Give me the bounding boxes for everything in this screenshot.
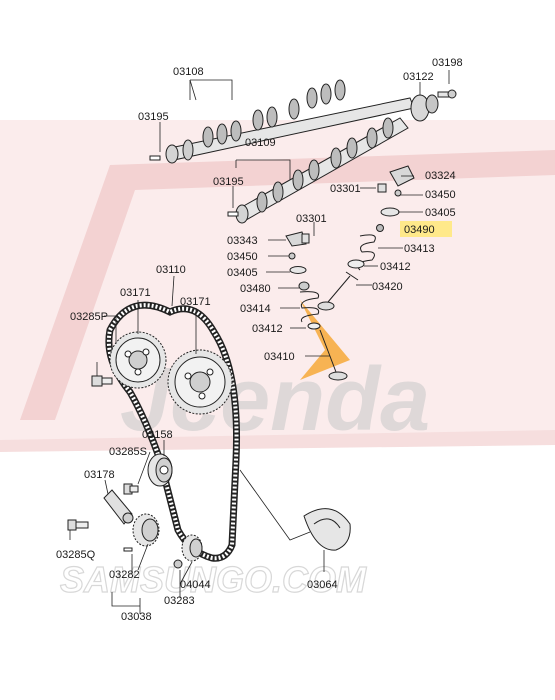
label-03122: 03122 — [403, 71, 434, 83]
label-04044: 04044 — [180, 579, 211, 591]
label-03178: 03178 — [84, 469, 115, 481]
valve-03420 — [327, 271, 359, 303]
label-03324: 03324 — [425, 170, 456, 182]
label-03064: 03064 — [307, 579, 338, 591]
crank-sprocket — [123, 513, 160, 552]
timing-belt — [105, 301, 240, 562]
rocker-parts-right — [317, 165, 415, 311]
label-03283: 03283 — [164, 595, 195, 607]
label-03414: 03414 — [240, 303, 271, 315]
adjuster-03301b — [301, 233, 310, 244]
key-03282 — [123, 547, 133, 552]
label-03158: 03158 — [142, 429, 173, 441]
seal-03412b — [307, 322, 321, 330]
label-03285p: 03285P — [70, 311, 108, 323]
label-03412b: 03412 — [252, 323, 283, 335]
label-03171a: 03171 — [120, 287, 151, 299]
bolt-03285p — [91, 375, 113, 387]
tensioner-arm — [103, 489, 134, 525]
leader-lines — [69, 70, 450, 614]
cotter-03480 — [298, 281, 310, 291]
pin-03195b — [227, 211, 239, 217]
spring-03414 — [299, 291, 320, 323]
label-03282: 03282 — [109, 569, 140, 581]
label-03405b: 03405 — [227, 267, 258, 279]
nut-03450b — [288, 252, 296, 260]
label-03490: 03490 — [404, 224, 435, 236]
label-03412a: 03412 — [380, 261, 411, 273]
label-03198: 03198 — [432, 57, 463, 69]
label-03343: 03343 — [227, 235, 258, 247]
rocker-parts-middle — [285, 231, 348, 381]
label-03480: 03480 — [240, 283, 271, 295]
idler-pulley — [173, 534, 203, 569]
label-03195a: 03195 — [138, 111, 169, 123]
label-03110: 03110 — [156, 264, 186, 276]
part-labels: 03108 03195 03198 03122 03109 03195 0332… — [56, 57, 463, 623]
cam-pulley-right — [167, 349, 233, 415]
cam-sensor — [410, 89, 457, 122]
sensor-plate — [303, 508, 351, 551]
label-03450b: 03450 — [227, 251, 258, 263]
label-03195b: 03195 — [213, 176, 244, 188]
highlight-03490 — [400, 221, 452, 237]
valve-03410 — [319, 329, 337, 373]
label-03413: 03413 — [404, 243, 435, 255]
tensioner-pulley — [147, 453, 173, 487]
camshaft-lower — [227, 117, 409, 224]
label-03410: 03410 — [264, 351, 295, 363]
watermark-underline — [0, 430, 555, 452]
retainer-03405b — [289, 266, 307, 274]
pin-03195a — [149, 155, 161, 161]
nut-03283 — [173, 559, 183, 569]
bolt-03285q — [67, 519, 89, 531]
label-03285q: 03285Q — [56, 549, 96, 561]
cam-pulley-left — [109, 331, 167, 389]
label-03301a: 03301 — [330, 183, 361, 195]
adjuster-03301a — [377, 183, 387, 193]
label-03285s: 03285S — [109, 446, 147, 458]
camshaft-upper — [149, 79, 415, 164]
label-03420: 03420 — [372, 281, 403, 293]
label-03405a: 03405 — [425, 207, 456, 219]
label-03171b: 03171 — [180, 296, 211, 308]
label-03450a: 03450 — [425, 189, 456, 201]
retainer-03405a — [380, 207, 400, 217]
watermark-site: SAMSUNGO.COM — [60, 559, 367, 600]
rocker-03343 — [285, 231, 307, 247]
cotter-03490 — [376, 224, 384, 232]
seal-03412a — [347, 259, 365, 269]
watermark-arrow — [300, 300, 350, 380]
bolt-03285s — [123, 483, 139, 495]
nut-03450a — [394, 189, 402, 197]
label-03109: 03109 — [245, 137, 276, 149]
label-03038: 03038 — [121, 611, 152, 623]
label-03108: 03108 — [173, 66, 204, 78]
label-03301b: 03301 — [296, 213, 327, 225]
